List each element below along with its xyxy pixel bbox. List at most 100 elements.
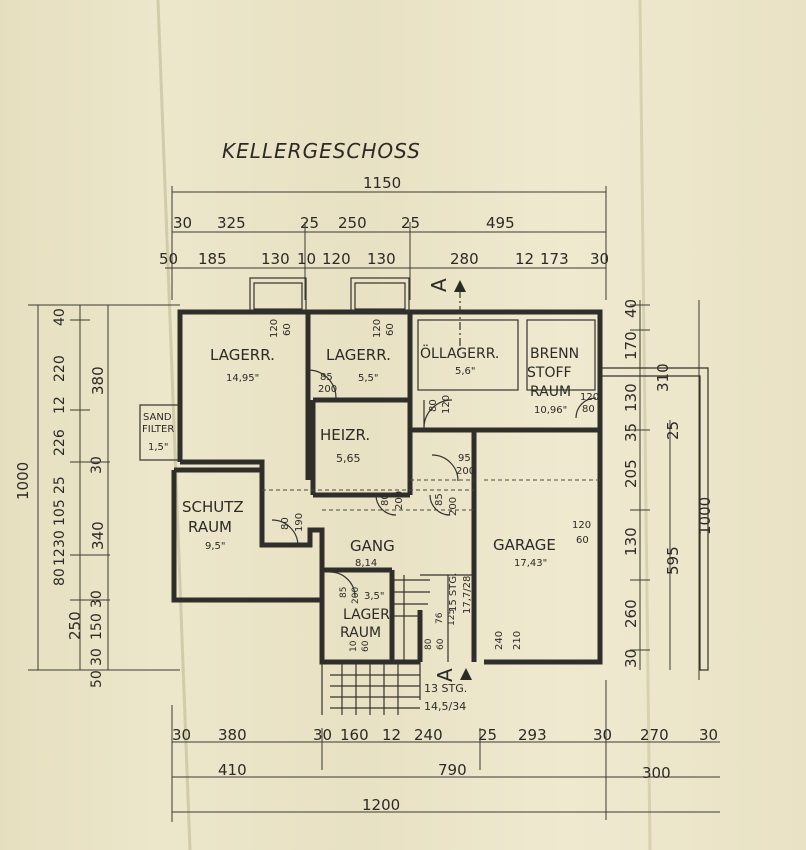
dim-bottom-r1: 12	[382, 726, 401, 744]
opening-dim: 120	[441, 395, 452, 414]
dim-top-r1: 25	[401, 214, 420, 232]
opening-dim: 80	[424, 638, 434, 650]
dim-left-inner: 12	[52, 396, 68, 414]
opening-dim: 80	[380, 493, 391, 506]
dim-left-inner: 105	[52, 499, 68, 526]
room-lager2-name: LAGERR.	[326, 346, 391, 364]
dim-bottom-r2: 410	[218, 761, 247, 779]
room-garage-area: 17,43"	[514, 558, 547, 569]
dim-right-col1: 170	[622, 331, 640, 360]
dim-right-col1: 30	[622, 649, 640, 668]
dim-top-r2: 280	[450, 250, 479, 268]
hidden-lines	[262, 479, 600, 511]
room-lagerraum-area: 3,5"	[364, 591, 385, 602]
dim-top-total: 1150	[363, 174, 401, 192]
paper-fold	[638, 0, 652, 850]
dim-bottom-r2: 300	[642, 764, 671, 782]
dim-bottom-r1: 240	[414, 726, 443, 744]
dim-top-r2: 12	[515, 250, 534, 268]
room-brenn-3: RAUM	[530, 384, 571, 400]
dim-top-r1: 25	[300, 214, 319, 232]
opening-dim: 60	[282, 323, 293, 336]
opening-dim: 200	[448, 497, 459, 516]
room-sand-1: SAND	[143, 412, 172, 423]
opening-dim: 80	[582, 404, 595, 415]
opening-dim: 210	[512, 631, 523, 650]
dim-left-inner: 30	[89, 590, 105, 608]
room-brenn-area: 10,96"	[534, 405, 567, 416]
dim-right-col2: 595	[664, 546, 682, 575]
dim-bottom-r1: 293	[518, 726, 547, 744]
section-label: A	[427, 278, 451, 292]
dim-left-inner: 226	[52, 429, 68, 456]
dim-left-inner: 30	[89, 648, 105, 666]
opening-dim: 60	[576, 535, 589, 546]
opening-dim: 85	[434, 493, 445, 506]
dim-bottom-r1: 30	[699, 726, 718, 744]
opening-dim: 200	[456, 466, 475, 477]
dim-left-inner: 12	[52, 548, 68, 566]
dim-top-r2: 10	[297, 250, 316, 268]
room-lagerraum-2: RAUM	[340, 625, 381, 641]
dim-left-inner: 25	[52, 476, 68, 494]
opening-dim: 95	[458, 453, 471, 464]
dim-top-r2: 173	[540, 250, 569, 268]
dim-left-inner: 40	[52, 308, 68, 326]
opening-dim: 85	[339, 587, 349, 598]
opening-dim: 85	[320, 372, 333, 383]
dim-left-inner: 50	[89, 670, 105, 688]
room-lagerraum-1: LAGER	[343, 607, 390, 623]
opening-dim: 60	[436, 638, 446, 650]
opening-dim: 190	[294, 513, 305, 532]
plan-title: KELLERGESCHOSS	[222, 139, 421, 163]
room-heiz-area: 5,65	[336, 452, 361, 465]
dim-left-inner: 80	[52, 568, 68, 586]
opening-dim: 76	[435, 612, 445, 624]
dim-top-r2: 130	[367, 250, 396, 268]
room-schutz-2: RAUM	[188, 518, 232, 536]
stair-lower-ratio: 14,5/34	[424, 700, 466, 713]
dim-left-inner: 220	[52, 355, 68, 382]
paper-fold	[156, 0, 192, 850]
dim-left-inner: 150	[89, 613, 105, 640]
dim-top-r1: 495	[486, 214, 515, 232]
opening-dim: 80	[428, 399, 439, 412]
dim-top-r2: 50	[159, 250, 178, 268]
opening-dim: 60	[361, 640, 371, 652]
stair-lower-steps: 13 STG.	[424, 682, 467, 695]
opening-dim: 80	[280, 517, 291, 530]
dim-top-r1: 325	[217, 214, 246, 232]
dim-top-r2: 30	[590, 250, 609, 268]
opening-dim: 120	[269, 319, 280, 338]
dim-right-total: 1000	[696, 497, 714, 535]
room-brenn-1: BRENN	[530, 346, 579, 362]
dim-bottom-r1: 30	[593, 726, 612, 744]
stair-upper-ratio: 17,7/28	[462, 576, 473, 614]
dim-top-r2: 120	[322, 250, 351, 268]
dim-right-col1: 130	[622, 527, 640, 556]
dim-right-col1: 40	[622, 299, 640, 318]
right-dimensions: 40 170 310 130 35 205 130 260 30 25 595 …	[622, 299, 714, 680]
section-markers: A A	[427, 278, 472, 682]
dim-right-col1: 310	[654, 363, 672, 392]
room-oellager-area: 5,6"	[455, 366, 476, 377]
dim-left-mid: 380	[89, 366, 107, 395]
dim-left-mid: 340	[89, 521, 107, 550]
dim-right-col2: 25	[664, 421, 682, 440]
opening-dim: 120	[372, 319, 383, 338]
room-lager1-name: LAGERR.	[210, 346, 275, 364]
room-oellager-name: ÖLLAGERR.	[420, 344, 499, 362]
dim-bottom-r1: 380	[218, 726, 247, 744]
room-lager1-area: 14,95"	[226, 373, 259, 384]
dim-right-col1: 130	[622, 383, 640, 412]
room-sand-area: 1,5"	[148, 442, 169, 453]
opening-dim: 10	[349, 640, 359, 652]
room-sand-2: FILTER	[142, 424, 174, 435]
dim-left-inner: 30	[52, 530, 68, 548]
room-gang-name: GANG	[350, 537, 395, 555]
dim-bottom-r2: 790	[438, 761, 467, 779]
opening-dimensions: 120 60 120 60 85 200 80 120 120 80 95 20…	[269, 319, 599, 652]
section-label: A	[433, 668, 457, 682]
left-dimensions: 1000 380 340 250 40 220 12 226 30 25 105…	[14, 304, 180, 688]
